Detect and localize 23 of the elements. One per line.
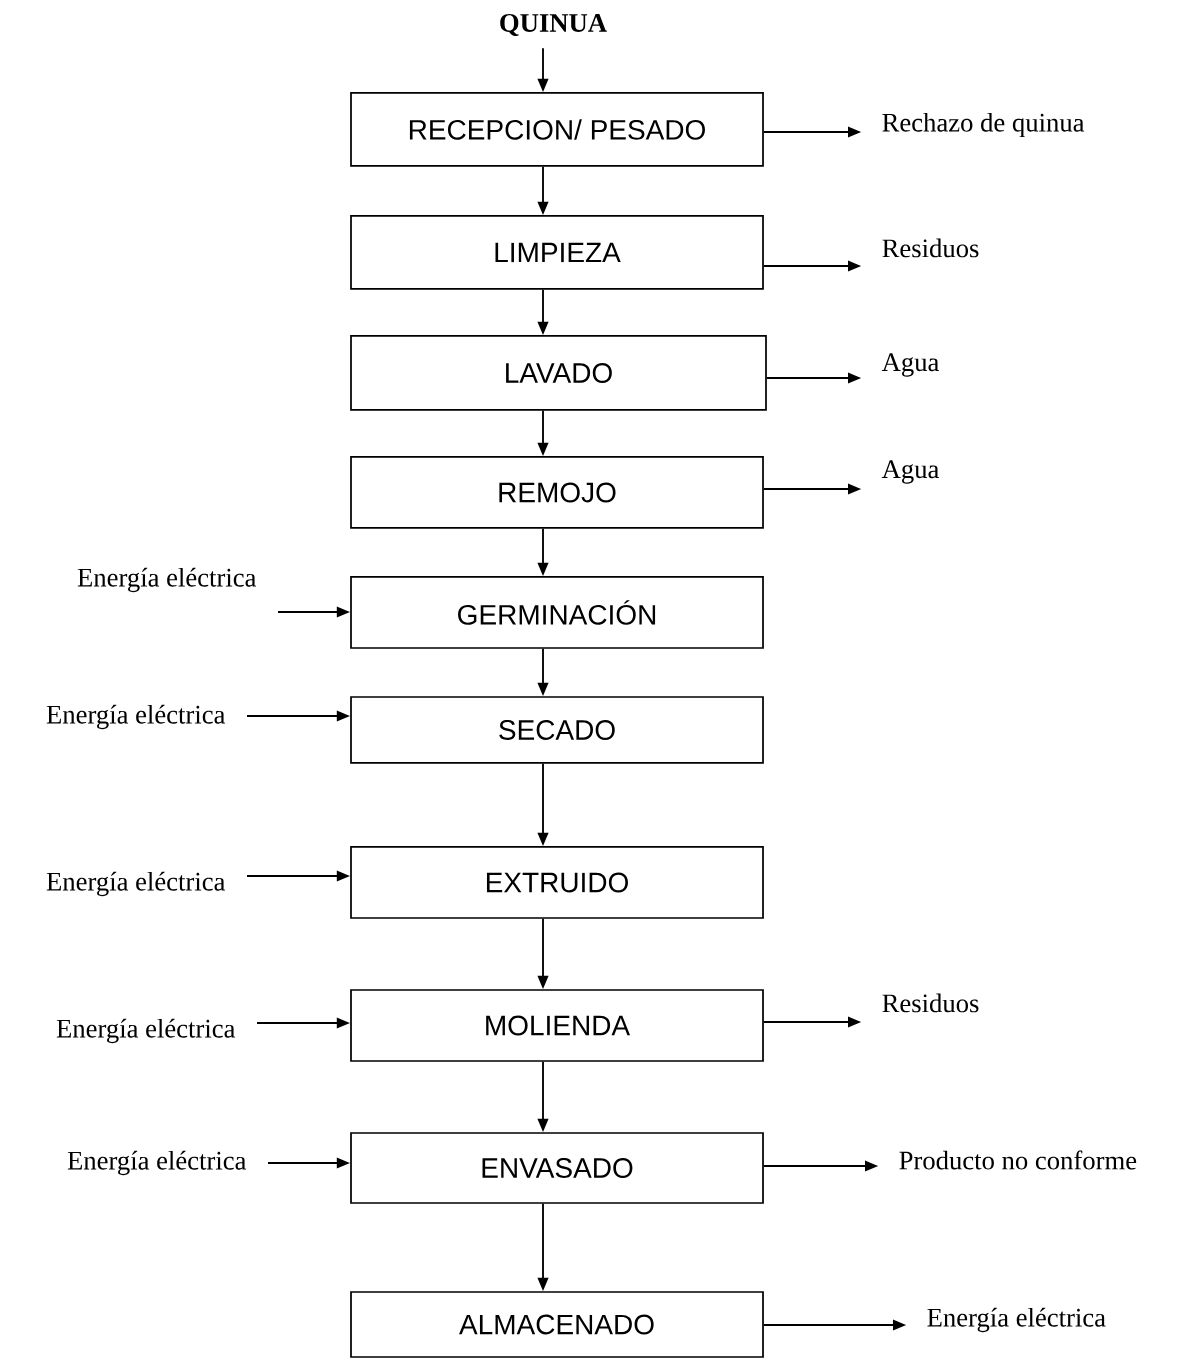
- stream-label: Energía eléctrica: [67, 1150, 247, 1176]
- process-box: EXTRUIDO: [350, 846, 764, 919]
- input-label: QUINUA: [500, 14, 607, 36]
- process-box: LAVADO: [350, 335, 767, 411]
- stream-label: Energía eléctrica: [927, 1307, 1106, 1333]
- stream-label: Residuos: [882, 993, 979, 1013]
- stream-label: Producto no conforme: [899, 1150, 1137, 1170]
- process-box: SECADO: [350, 696, 764, 764]
- process-box: LIMPIEZA: [350, 215, 764, 290]
- stream-label: Energía eléctrica: [46, 704, 226, 730]
- stream-label: Agua: [881, 460, 939, 484]
- process-box: REMOJO: [350, 456, 764, 529]
- process-box: MOLIENDA: [350, 989, 764, 1062]
- process-box: ENVASADO: [350, 1132, 764, 1204]
- process-box: ALMACENADO: [350, 1291, 764, 1358]
- stream-label: Energía eléctrica: [46, 871, 226, 897]
- process-box: RECEPCION/ PESADO: [350, 92, 764, 167]
- stream-label: Energía eléctrica: [77, 567, 257, 593]
- stream-label: Residuos: [882, 238, 979, 258]
- stream-label: Rechazo de quinua: [882, 112, 1085, 138]
- stream-label: Agua: [881, 353, 939, 377]
- stream-label: Energía eléctrica: [56, 1018, 236, 1044]
- process-box: GERMINACIÓN: [350, 576, 764, 649]
